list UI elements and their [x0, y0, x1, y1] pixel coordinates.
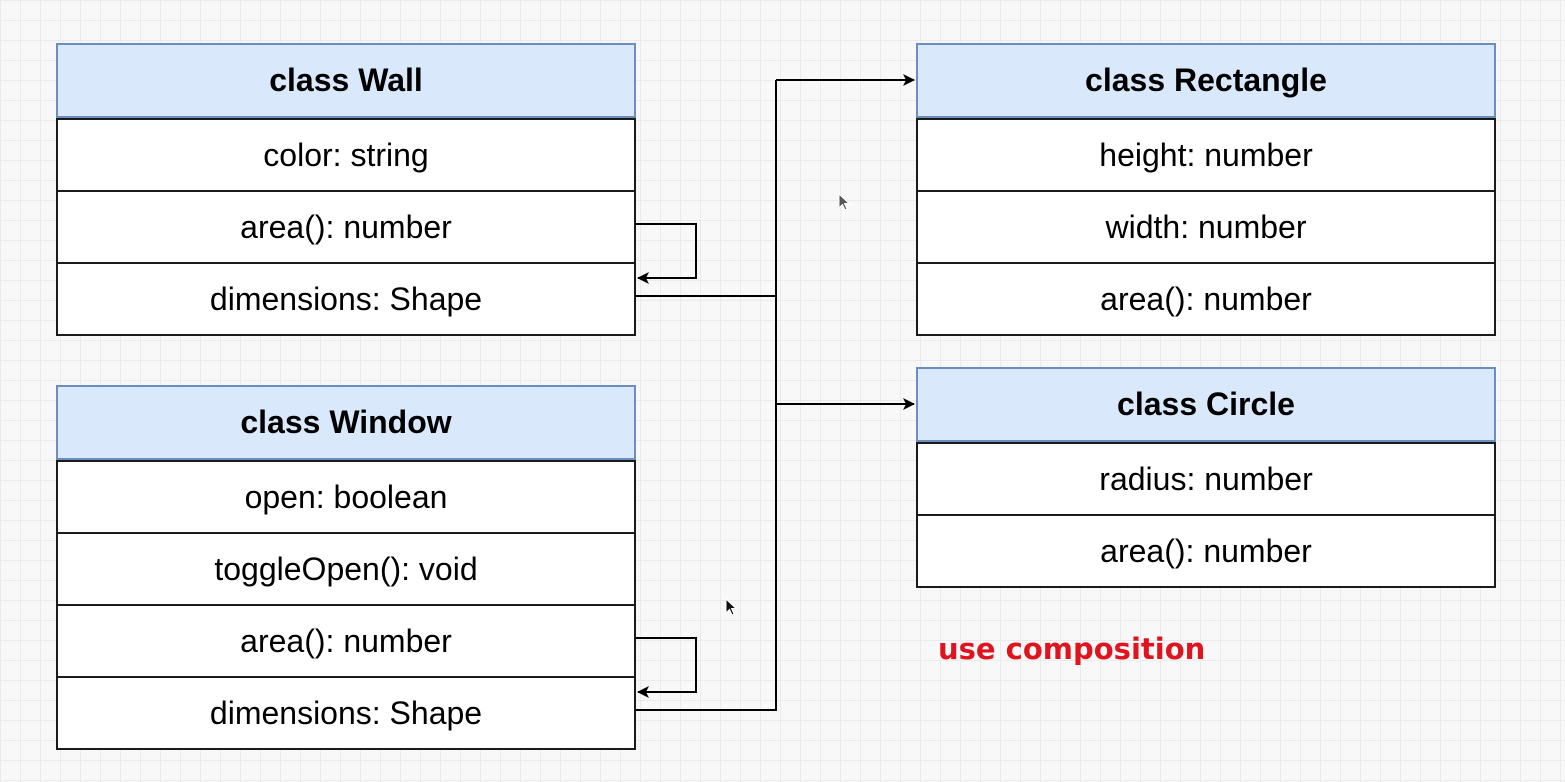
composition-note: use composition — [938, 632, 1206, 666]
class-rectangle-member: area(): number — [918, 262, 1494, 334]
class-circle-title: class Circle — [916, 367, 1496, 442]
class-window-member: dimensions: Shape — [58, 676, 634, 748]
class-window-title: class Window — [56, 385, 636, 460]
class-rectangle-box[interactable]: class Rectangle height: number width: nu… — [916, 43, 1496, 336]
class-window-member: area(): number — [58, 604, 634, 676]
class-rectangle-member: width: number — [918, 190, 1494, 262]
class-wall-member: area(): number — [58, 190, 634, 262]
window-dimensions-link — [636, 80, 777, 711]
class-wall-title: class Wall — [56, 43, 636, 118]
class-window-member: toggleOpen(): void — [58, 532, 634, 604]
class-circle-box[interactable]: class Circle radius: number area(): numb… — [916, 367, 1496, 588]
class-wall-member: color: string — [58, 118, 634, 190]
class-wall-member: dimensions: Shape — [58, 262, 634, 334]
class-wall-box[interactable]: class Wall color: string area(): number … — [56, 43, 636, 336]
class-rectangle-member: height: number — [918, 118, 1494, 190]
wall-area-self-arrow — [636, 223, 697, 284]
window-area-self-arrow — [636, 637, 697, 698]
class-circle-member: area(): number — [918, 514, 1494, 586]
class-circle-member: radius: number — [918, 442, 1494, 514]
mouse-cursor-icon — [725, 598, 738, 616]
class-window-box[interactable]: class Window open: boolean toggleOpen():… — [56, 385, 636, 750]
class-window-member: open: boolean — [58, 460, 634, 532]
mouse-cursor-icon — [838, 193, 851, 211]
class-rectangle-title: class Rectangle — [916, 43, 1496, 118]
